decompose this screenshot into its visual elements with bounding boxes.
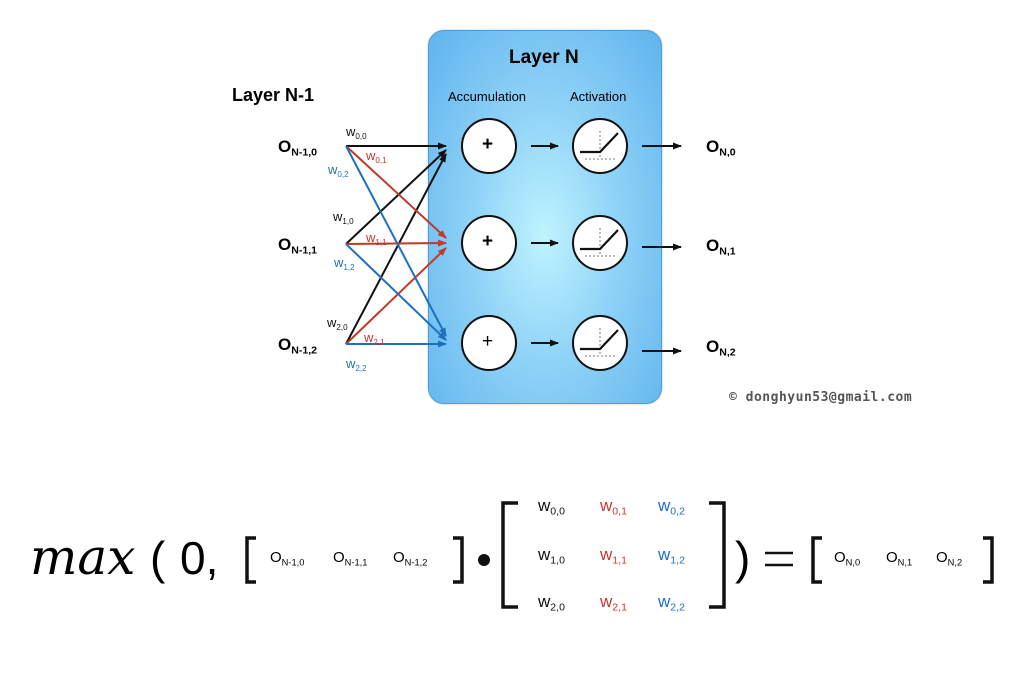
accumulation-node-2 bbox=[461, 315, 517, 371]
weight-label-w10: w1,0 bbox=[333, 209, 354, 226]
eq-input-0: ON-1,0 bbox=[270, 549, 305, 568]
edge-w02 bbox=[345, 145, 447, 337]
edge-w01 bbox=[345, 145, 447, 239]
eq-matrix-w12: w1,2 bbox=[658, 545, 685, 567]
edge-w20 bbox=[345, 153, 447, 345]
eq-matrix-w21: w2,1 bbox=[600, 592, 627, 614]
edge-w12 bbox=[345, 243, 447, 341]
eq-matrix-w22: w2,2 bbox=[658, 592, 685, 614]
output-label-2: ON,2 bbox=[706, 337, 736, 359]
input-label-0: ON-1,0 bbox=[278, 137, 317, 159]
equation-close-paren: ) bbox=[735, 532, 751, 584]
accumulation-node-1 bbox=[461, 215, 517, 271]
activation-node-2 bbox=[572, 315, 628, 371]
activation-node-0 bbox=[572, 118, 628, 174]
layer-n-title: Layer N bbox=[509, 47, 579, 68]
edge-w21 bbox=[345, 247, 447, 345]
accumulation-label: Accumulation bbox=[448, 89, 527, 104]
edge-w11 bbox=[345, 239, 447, 247]
activation-label: Activation bbox=[570, 89, 627, 104]
eq-matrix-w11: w1,1 bbox=[600, 545, 627, 567]
weight-label-w22: w2,2 bbox=[346, 356, 367, 373]
activation-node-1 bbox=[572, 215, 628, 271]
weight-label-w21: w2,1 bbox=[364, 330, 385, 347]
weight-label-w01: w0,1 bbox=[366, 148, 387, 165]
copyright-text: © donghyun53@gmail.com bbox=[729, 390, 913, 405]
eq-matrix-w10: w1,0 bbox=[538, 545, 565, 567]
weight-label-w11: w1,1 bbox=[366, 230, 387, 247]
input-label-1: ON-1,1 bbox=[278, 235, 317, 257]
edge-w10 bbox=[345, 149, 447, 245]
eq-matrix-w00: w0,0 bbox=[538, 496, 565, 518]
output-label-0: ON,0 bbox=[706, 137, 736, 159]
eq-output-2: ON,2 bbox=[936, 549, 963, 568]
eq-matrix-w02: w0,2 bbox=[658, 496, 685, 518]
eq-matrix-w20: w2,0 bbox=[538, 592, 565, 614]
equation-max: max bbox=[30, 528, 136, 586]
eq-input-1: ON-1,1 bbox=[333, 549, 368, 568]
plus-symbol-1: + bbox=[482, 231, 494, 252]
equation-zero-comma: 0, bbox=[180, 532, 219, 584]
eq-output-1: ON,1 bbox=[886, 549, 913, 568]
eq-output-0: ON,0 bbox=[834, 549, 861, 568]
plus-symbol-0: + bbox=[482, 134, 494, 155]
weight-label-w00: w0,0 bbox=[346, 124, 367, 141]
weight-label-w02: w0,2 bbox=[328, 162, 349, 179]
accumulation-node-0 bbox=[461, 118, 517, 174]
eq-matrix-w01: w0,1 bbox=[600, 496, 627, 518]
equation-open-paren: ( bbox=[150, 532, 166, 584]
input-label-2: ON-1,2 bbox=[278, 335, 317, 357]
output-label-1: ON,1 bbox=[706, 236, 736, 258]
layer-prev-title: Layer N-1 bbox=[232, 85, 315, 105]
plus-symbol-2: + bbox=[482, 331, 494, 352]
eq-input-2: ON-1,2 bbox=[393, 549, 428, 568]
weight-label-w20: w2,0 bbox=[327, 315, 348, 332]
weight-label-w12: w1,2 bbox=[334, 255, 355, 272]
